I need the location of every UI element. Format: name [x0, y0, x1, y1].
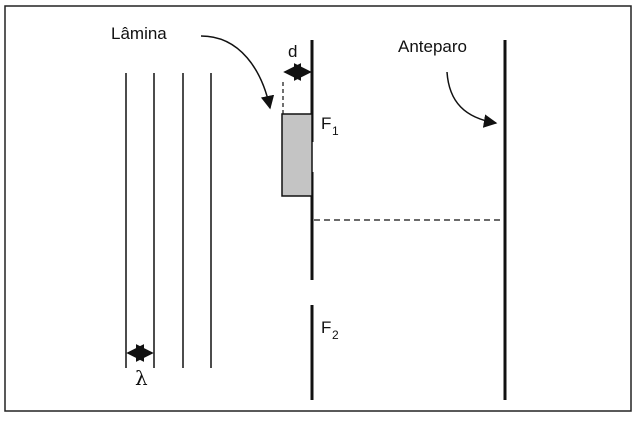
wavelength-indicator: λ	[126, 344, 154, 390]
wavefronts	[125, 73, 212, 368]
anteparo-label: Anteparo	[398, 37, 467, 56]
diagram-frame	[4, 5, 632, 412]
slit-f1-index: 1	[332, 124, 339, 138]
lamina-label: Lâmina	[111, 24, 167, 43]
lamina-plate	[281, 113, 313, 197]
slit-f2-label: F 2	[321, 318, 339, 342]
thickness-indicator: d	[283, 42, 312, 81]
slit-f1-letter: F	[321, 114, 331, 133]
slit-f1-label: F 1	[321, 114, 339, 138]
slit-f2-index: 2	[332, 328, 339, 342]
anteparo-pointer-arrow	[446, 71, 498, 128]
slit-f2-letter: F	[321, 318, 331, 337]
d-label: d	[288, 42, 297, 61]
lambda-label: λ	[135, 366, 148, 390]
lamina-pointer-arrow	[200, 35, 275, 110]
